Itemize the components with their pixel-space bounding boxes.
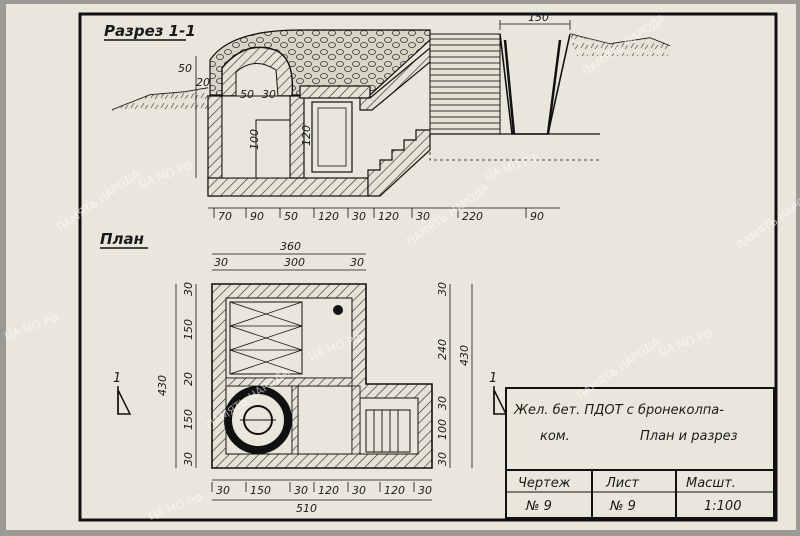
door (311, 101, 353, 173)
plan-dim-bottom-2: 30 (294, 484, 308, 497)
section-dim-bottom-4: 30 (352, 210, 366, 223)
dim-left-2: 50 (240, 88, 254, 101)
plan-dim-top-30a: 30 (214, 256, 228, 269)
drawing-label: Чертеж (518, 476, 571, 491)
plan-dim-bottom-4: 30 (352, 484, 366, 497)
section-dim-bottom-2: 50 (284, 210, 298, 223)
roof-slab (299, 85, 371, 99)
dim-top-150: 150 (528, 11, 549, 24)
plan-dim-right-0: 30 (436, 282, 449, 296)
plan-dim-right-2: 430 (458, 345, 471, 366)
plan-dim-bottom-5: 120 (384, 484, 405, 497)
floor-slab (207, 177, 369, 197)
section-view: Разрез 1-1 150 (104, 11, 671, 223)
plan-dim-left-total: 430 (156, 375, 169, 396)
section-dim-bottom-1: 90 (250, 210, 264, 223)
plan-left-dims: 30 150 20 150 30 (182, 282, 195, 466)
title-line-2: ком. (540, 429, 570, 444)
sheet-label: Лист (605, 476, 639, 491)
plan-right-dims: 30 240 430 30 100 30 (436, 282, 471, 466)
title-line-1: Жел. бет. ПДОТ с бронеколпа- (513, 403, 724, 418)
plan-dim-right-4: 100 (436, 419, 449, 440)
plan-dim-left-4: 30 (182, 452, 195, 466)
plan-armored-cap (224, 386, 292, 454)
section-marker-left: 1 (113, 371, 132, 415)
plan-dim-right-1: 240 (436, 339, 449, 360)
plan-stairs (365, 409, 411, 453)
plan-dim-360: 360 (280, 240, 301, 253)
trench-planks (429, 33, 501, 135)
section-dim-bottom-8: 90 (530, 210, 544, 223)
dim-left-3: 30 (262, 88, 276, 101)
plan-dim-bottom-3: 120 (318, 484, 339, 497)
plan-dim-510: 510 (296, 502, 317, 515)
sheet-value: № 9 (609, 499, 636, 514)
dim-mid-120: 120 (300, 125, 313, 146)
plan-dim-left-1: 150 (182, 319, 195, 340)
dim-left-1: 20 (196, 76, 210, 89)
section-marker-left-label: 1 (113, 371, 121, 386)
section-marker-right-label: 1 (489, 371, 497, 386)
section-dim-bottom-5: 120 (378, 210, 399, 223)
plan-dim-right-3: 30 (436, 396, 449, 410)
plan-dim-left-3: 150 (182, 409, 195, 430)
plan-view: План 360 300 30 30 (100, 230, 508, 515)
drawing-frame (78, 12, 778, 522)
dim-mid-100: 100 (248, 129, 261, 150)
title-line-3: План и разрез (640, 429, 738, 444)
scale-label: Масшт. (686, 476, 736, 491)
plan-vent (333, 305, 343, 315)
plan-title: План (100, 230, 144, 248)
section-marker-right: 1 (489, 371, 508, 415)
scale-value: 1:100 (704, 499, 741, 514)
drawing-value: № 9 (525, 499, 552, 514)
plan-dim-bottom-1: 150 (250, 484, 271, 497)
plan-dim-right-5: 30 (436, 452, 449, 466)
dim-left-0: 50 (178, 62, 192, 75)
title-block: Жел. бет. ПДОТ с бронеколпа- ком. План и… (505, 387, 775, 519)
section-dim-bottom-3: 120 (318, 210, 339, 223)
section-bottom-dims: 70 90 50 120 30 120 30 220 90 (213, 208, 544, 223)
plan-dim-300: 300 (284, 256, 305, 269)
plan-dim-bottom-6: 30 (418, 484, 432, 497)
section-dim-bottom-0: 70 (218, 210, 232, 223)
plan-bunks (229, 301, 303, 375)
section-dim-bottom-6: 30 (416, 210, 430, 223)
plan-bottom-dims: 30 150 30 120 30 120 30 (211, 482, 432, 497)
section-dim-bottom-7: 220 (462, 210, 483, 223)
section-title: Разрез 1-1 (104, 22, 196, 40)
plan-dim-top-30b: 30 (350, 256, 364, 269)
plan-dim-left-2: 20 (182, 372, 195, 386)
plan-dim-bottom-0: 30 (216, 484, 230, 497)
plan-dim-left-0: 30 (182, 282, 195, 296)
